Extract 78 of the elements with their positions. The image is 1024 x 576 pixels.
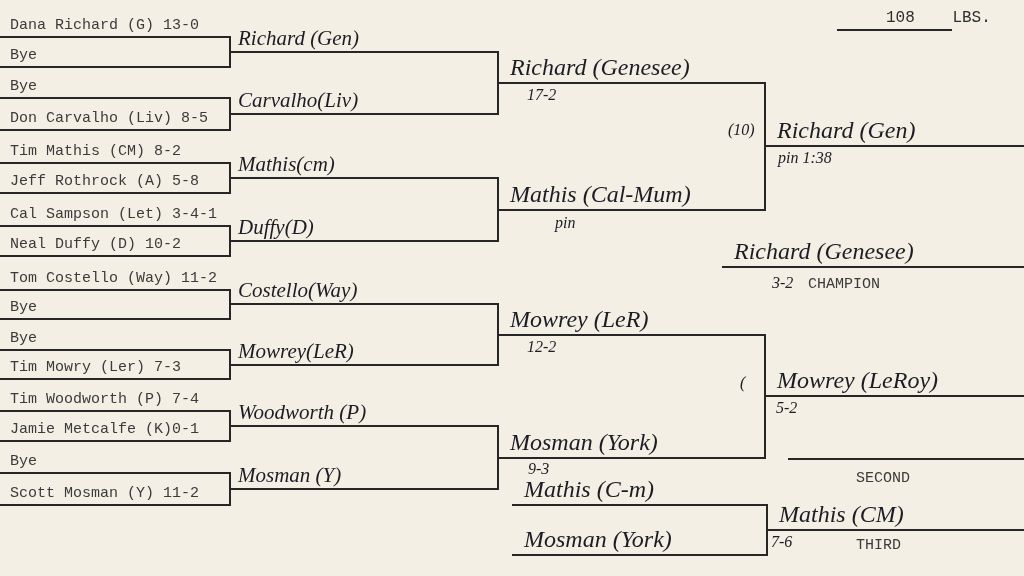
bracket-connector bbox=[764, 145, 766, 211]
bracket-slot: Mathis (C-m) bbox=[512, 474, 767, 506]
placement-label: THIRD bbox=[856, 537, 901, 554]
bracket-slot: Mosman (York) bbox=[498, 427, 765, 459]
bracket-slot: Tim Woodworth (P) 7-4 bbox=[0, 390, 230, 412]
bracket-connector bbox=[229, 425, 231, 442]
weight-class-title: 108 LBS. bbox=[886, 9, 991, 27]
bracket-connector bbox=[229, 488, 231, 506]
bracket-connector bbox=[497, 82, 499, 115]
bracket-slot: Mathis (Cal-Mum) bbox=[498, 179, 765, 211]
bracket-connector bbox=[497, 457, 499, 490]
bracket-slot: Jeff Rothrock (A) 5-8 bbox=[0, 172, 230, 194]
result-note: pin bbox=[555, 214, 576, 231]
bracket-connector bbox=[229, 177, 231, 194]
bracket-connector bbox=[497, 334, 499, 366]
bracket-connector bbox=[229, 240, 231, 257]
result-note: ( bbox=[740, 374, 746, 391]
bracket-slot: Scott Mosman (Y) 11-2 bbox=[0, 484, 230, 506]
placement-label: SECOND bbox=[856, 470, 910, 487]
bracket-connector bbox=[764, 395, 766, 459]
bracket-slot: Richard (Gen) bbox=[230, 23, 498, 53]
placement-label: CHAMPION bbox=[808, 276, 880, 293]
bracket-slot: Bye bbox=[0, 329, 230, 351]
result-note: 12-2 bbox=[527, 338, 557, 355]
bracket-slot: Carvalho(Liv) bbox=[230, 85, 498, 115]
bracket-slot: Bye bbox=[0, 46, 230, 68]
bracket-slot: Richard (Gen) bbox=[765, 115, 1024, 147]
bracket-connector bbox=[229, 162, 231, 179]
bracket-connector bbox=[764, 334, 766, 397]
bracket-connector bbox=[497, 177, 499, 211]
bracket-connector bbox=[229, 472, 231, 490]
bracket-slot: Richard (Genesee) bbox=[498, 52, 765, 84]
bracket-connector bbox=[229, 51, 231, 68]
bracket-slot: Richard (Genesee) bbox=[722, 236, 1024, 268]
result-note: 7-6 bbox=[771, 533, 793, 550]
bracket-connector bbox=[229, 36, 231, 53]
result-note: 3-2 bbox=[772, 274, 794, 291]
bracket-connector bbox=[229, 303, 231, 320]
result-note: pin 1:38 bbox=[778, 149, 832, 166]
result-note: (10) bbox=[728, 121, 755, 138]
result-note: 9-3 bbox=[528, 460, 550, 477]
bracket-connector bbox=[229, 364, 231, 380]
bracket-connector bbox=[764, 82, 766, 147]
bracket-slot: Cal Sampson (Let) 3-4-1 bbox=[0, 205, 230, 227]
bracket-connector bbox=[497, 425, 499, 459]
bracket-slot: Neal Duffy (D) 10-2 bbox=[0, 235, 230, 257]
bracket-connector bbox=[497, 51, 499, 84]
bracket-slot: Woodworth (P) bbox=[230, 397, 498, 427]
bracket-connector bbox=[229, 289, 231, 305]
bracket-slot: Mowrey (LeR) bbox=[498, 304, 765, 336]
bracket-slot: Don Carvalho (Liv) 8-5 bbox=[0, 109, 230, 131]
bracket-slot: Bye bbox=[0, 77, 230, 99]
bracket-connector bbox=[497, 303, 499, 336]
bracket-connector bbox=[229, 349, 231, 366]
bracket-slot: Mathis(cm) bbox=[230, 149, 498, 179]
bracket-slot: Bye bbox=[0, 452, 230, 474]
bracket-slot: Duffy(D) bbox=[230, 212, 498, 242]
bracket-connector bbox=[229, 113, 231, 131]
bracket-slot: Mowrey(LeR) bbox=[230, 336, 498, 366]
bracket-slot: Tom Costello (Way) 11-2 bbox=[0, 269, 230, 291]
bracket-slot: Mosman (Y) bbox=[230, 460, 498, 490]
bracket-slot: Dana Richard (G) 13-0 bbox=[0, 16, 230, 38]
bracket-connector bbox=[766, 504, 768, 531]
bracket-connector bbox=[229, 97, 231, 115]
bracket-slot: Tim Mathis (CM) 8-2 bbox=[0, 142, 230, 164]
bracket-connector bbox=[766, 529, 768, 556]
bracket-connector bbox=[229, 410, 231, 427]
bracket-slot: Jamie Metcalfe (K)0-1 bbox=[0, 420, 230, 442]
bracket-connector bbox=[497, 209, 499, 242]
bracket-slot: Mowrey (LeRoy) bbox=[765, 365, 1024, 397]
bracket-slot: Mathis (CM) bbox=[767, 499, 1024, 531]
bracket-slot: Mosman (York) bbox=[512, 524, 767, 556]
bracket-slot: Bye bbox=[0, 298, 230, 320]
bracket-connector bbox=[229, 225, 231, 242]
result-note: 5-2 bbox=[776, 399, 798, 416]
bracket-slot: Tim Mowry (Ler) 7-3 bbox=[0, 358, 230, 380]
bracket-slot: Costello(Way) bbox=[230, 275, 498, 305]
result-note: 17-2 bbox=[527, 86, 557, 103]
